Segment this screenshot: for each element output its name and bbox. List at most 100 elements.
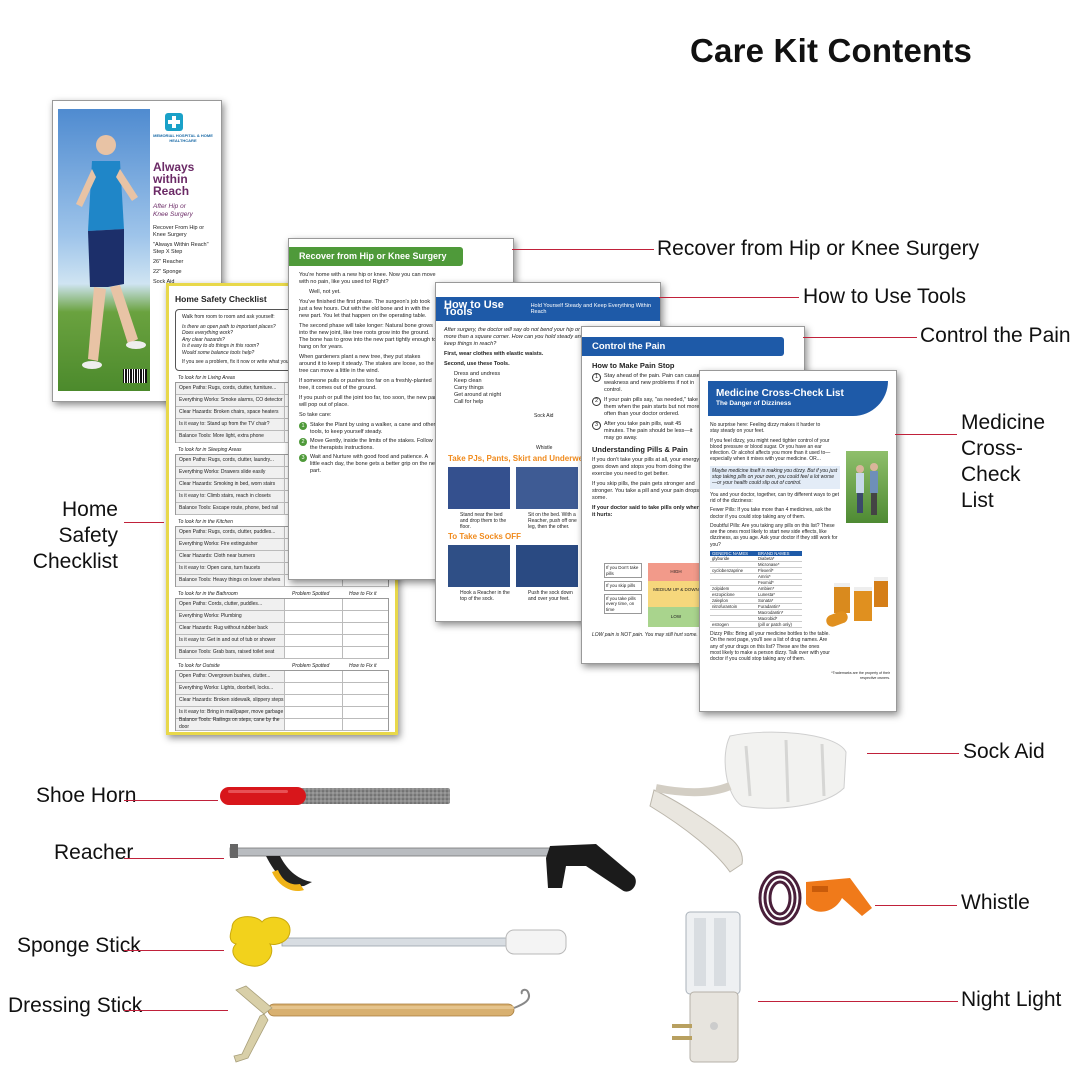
med-banner: Medicine Cross-Check List The Danger of … [708,381,888,416]
label-control-the-pain: Control the Pain [920,324,1071,347]
list-item: Keep clean [454,378,482,384]
section-take-socks-off: To Take Socks OFF [448,532,522,541]
table-cell-fix[interactable] [343,635,388,646]
label-sponge-stick: Sponge Stick [17,934,141,957]
table-row: Balance Tools: Grab bars, raised toilet … [176,646,388,659]
recover-banner: Recover from Hip or Knee Surgery [289,247,463,266]
section-take-pjs-off: Take PJs, Pants, Skirt and Underwear Off [448,454,605,463]
leader-line-whistle [875,905,957,906]
label-whistle: Whistle [961,891,1030,914]
brochure-always-within-reach: MEMORIAL HOSPITAL & HOME HEALTHCARE Alwa… [52,100,222,402]
med-photo-couple [846,451,888,523]
table-row: Balance Tools: Heavy things on lower she… [176,574,388,587]
leader-line-medicine [895,434,957,435]
checklist-section-heading: To look for in Sleeping Areas [178,446,242,453]
hospital-logo [165,113,183,131]
reacher-image [229,844,636,892]
barcode [123,369,147,383]
pain-banner: Control the Pain [582,337,784,356]
table-cell-problem[interactable] [285,682,343,694]
leader-line-shoe-horn [124,800,218,801]
table-cell-fix[interactable] [343,599,388,610]
label-medicine-cross-check: Medicine Cross-Check List [961,411,1046,512]
label-how-to-use-tools: How to Use Tools [803,285,967,308]
label-dressing-stick: Dressing Stick [8,994,143,1017]
list-item: Call for help [454,399,484,405]
list-item: Carry things [454,385,484,391]
page-title: Care Kit Contents [690,32,973,69]
list-item: Recover From Hip or Knee Surgery [153,225,205,238]
photo-4 [516,545,578,587]
table-cell-fix[interactable] [343,623,388,634]
tool-label-whistle: Whistle [536,445,553,451]
label-reacher: Reacher [54,841,134,864]
leader-line-reacher [124,858,224,859]
table-cell-problem[interactable] [285,706,343,718]
medicine-cross-check-doc: Medicine Cross-Check List The Danger of … [699,370,897,712]
brochure-heading: Always within Reach [153,160,195,198]
leader-line-night-light [758,1001,958,1002]
shoe-horn-image [220,787,450,805]
table-cell-problem[interactable] [285,634,343,646]
whistle-image [758,870,872,926]
checklist-question: Is there an open path to important place… [182,323,276,330]
caption-4: Push the sock down and over your feet. [528,590,573,602]
dressing-stick-image [233,985,530,1063]
table-cell-problem[interactable] [285,694,343,706]
photo-3 [448,545,510,587]
tools-banner: How to Use Tools Hold Yourself Steady an… [436,297,660,321]
list-item: Dress and undress [454,371,501,377]
table-row: estrogen(pill or patch only) [710,622,802,629]
brochure-org: MEMORIAL HOSPITAL & HOME HEALTHCARE [153,133,213,143]
checklist-question: Does everything work? [182,330,233,336]
table-cell-fix[interactable] [343,695,388,706]
pill-bottles [824,569,890,633]
table-row: Everything Works: Lights, doorbell, lock… [176,682,388,695]
sock-aid-image [649,731,847,873]
checklist-question: Is it easy to do things in this room? [182,343,259,349]
table-cell-fix[interactable] [343,683,388,694]
label-home-safety-checklist: Home Safety Checklist [32,498,118,573]
tools-list: Dress and undress Keep clean Carry thing… [444,371,652,406]
leader-line-control-the-pain [803,337,917,338]
label-sock-aid: Sock Aid [963,740,1045,763]
table-cell-fix[interactable] [343,707,388,718]
photo-1 [448,467,510,509]
table-cell-fix[interactable] [343,719,388,730]
leader-line-how-to-use-tools [659,297,799,298]
table-row: Clear Hazards: Broken sidewalk, slippery… [176,694,388,707]
table-cell-fix[interactable] [343,647,388,658]
table-cell-problem[interactable] [285,718,343,730]
checklist-question: Any clear hazards? [182,336,225,343]
table-cell-problem[interactable] [285,598,343,610]
table-cell-problem[interactable] [285,622,343,634]
table-cell-fix[interactable] [343,671,388,682]
list-item: "Always Within Reach" Step X Step [153,242,209,255]
pain-footnote: LOW pain is NOT pain. You may still hurt… [592,632,698,638]
label-shoe-horn: Shoe Horn [36,784,137,807]
list-item: Sock Aid [153,279,175,285]
leader-line-dressing-stick [124,1010,228,1011]
trademark-note: *Trademarks are the property of their re… [831,671,890,680]
list-item: 22" Sponge [153,269,182,275]
table-cell-fix[interactable] [343,611,388,622]
table-cell-problem[interactable] [285,574,343,586]
table-row: Macrodantin* [710,610,802,617]
table-cell-problem[interactable] [285,670,343,682]
leader-line-sponge-stick [124,950,224,951]
table-cell-problem[interactable] [285,646,343,658]
leader-line-sock-aid [867,753,959,754]
table-cell-problem[interactable] [285,610,343,622]
